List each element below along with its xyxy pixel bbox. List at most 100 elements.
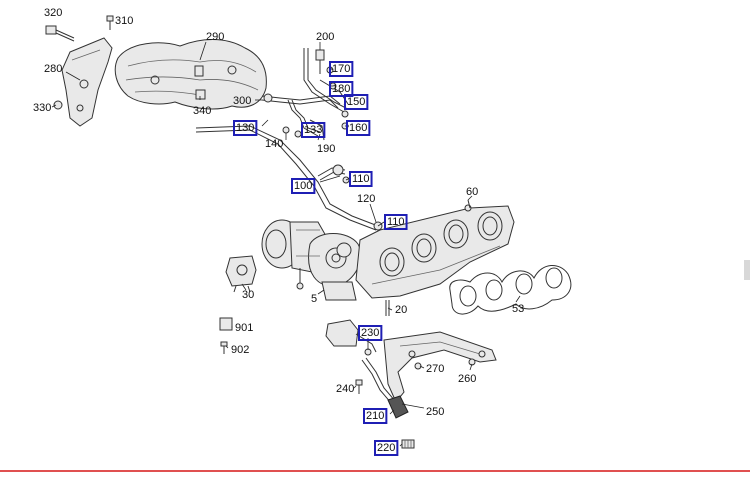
highlight-box [374, 440, 399, 456]
callout-30: 30 [242, 289, 254, 301]
part-number-text: 140 [265, 138, 283, 150]
part-901 [219, 317, 233, 331]
highlight-box [344, 94, 369, 110]
part-number-text: 190 [317, 143, 335, 155]
callout-902: 902 [231, 344, 249, 356]
part-number-text: 280 [44, 63, 62, 75]
part-number-text: 340 [193, 105, 211, 117]
callout-110a[interactable]: 110 [349, 171, 373, 187]
part-number-text: 100 [294, 180, 312, 192]
callout-340: 340 [193, 105, 211, 117]
highlight-box [233, 120, 258, 136]
part-number-text: 290 [206, 31, 224, 43]
callout-170[interactable]: 170 [329, 61, 354, 77]
callout-310: 310 [115, 15, 133, 27]
part-number-text: 270 [426, 363, 444, 375]
part-number-text: 250 [426, 406, 444, 418]
stud-20 [385, 300, 390, 316]
part-number-text: 120 [357, 193, 375, 205]
part-number-text: 240 [336, 383, 354, 395]
part-number-text: 150 [347, 96, 365, 108]
oil-return-bracket [325, 319, 497, 403]
callout-20: 20 [395, 304, 407, 316]
part-number-text: 5 [311, 293, 317, 305]
screw-902 [220, 341, 228, 354]
callout-220[interactable]: 220 [374, 440, 399, 456]
callout-260: 260 [458, 373, 476, 385]
part-number-text: 902 [231, 344, 249, 356]
exhaust-manifold [355, 199, 515, 299]
part-number-text: 30 [242, 289, 254, 301]
highlight-box [329, 61, 354, 77]
callout-190: 190 [317, 143, 335, 155]
callout-133[interactable]: 133 [301, 122, 326, 138]
highlight-box [291, 178, 316, 194]
callout-140: 140 [265, 138, 283, 150]
callout-53: 53 [512, 303, 524, 315]
highlight-box [363, 408, 388, 424]
callout-290: 290 [206, 31, 224, 43]
callout-210[interactable]: 210 [363, 408, 388, 424]
part-number-text: 130 [236, 122, 254, 134]
turbocharger-5 [261, 219, 362, 301]
callout-901: 901 [235, 322, 253, 334]
part-number-text: 210 [366, 410, 384, 422]
part-number-text: 320 [44, 7, 62, 19]
part-number-text: 220 [377, 442, 395, 454]
callout-230[interactable]: 230 [358, 325, 383, 341]
manifold-gasket-53 [449, 265, 572, 315]
highlight-box [329, 81, 354, 97]
callout-320: 320 [44, 7, 62, 19]
callout-330: 330 [33, 102, 51, 114]
callout-160[interactable]: 160 [346, 120, 371, 136]
callout-200: 200 [316, 31, 334, 43]
part-number-text: 20 [395, 304, 407, 316]
pipe-210 [361, 357, 409, 419]
callout-100[interactable]: 100 [291, 178, 316, 194]
part-number-text: 330 [33, 102, 51, 114]
part-number-text: 60 [466, 186, 478, 198]
highlight-box [384, 214, 408, 230]
callout-130[interactable]: 130 [233, 120, 258, 136]
nut-330 [53, 100, 63, 110]
part-number-text: 260 [458, 373, 476, 385]
callout-250: 250 [426, 406, 444, 418]
screw-310 [106, 15, 114, 30]
callout-120: 120 [357, 193, 375, 205]
bracket-30 [225, 255, 257, 293]
highlight-box [349, 171, 373, 187]
part-number-text: 180 [332, 83, 350, 95]
part-number-text: 200 [316, 31, 334, 43]
callout-280: 280 [44, 63, 62, 75]
scroll-edge-marker [744, 260, 750, 280]
callout-270: 270 [426, 363, 444, 375]
part-number-text: 300 [233, 95, 251, 107]
bolt-270 [414, 362, 422, 370]
callout-150[interactable]: 150 [344, 94, 369, 110]
part-number-text: 901 [235, 322, 253, 334]
part-number-text: 110 [387, 216, 405, 228]
page-bottom-border [0, 470, 750, 472]
clamp-220 [401, 439, 415, 449]
part-number-text: 170 [332, 63, 350, 75]
highlight-box [358, 325, 383, 341]
highlight-box [301, 122, 326, 138]
callout-5: 5 [311, 293, 317, 305]
callout-60: 60 [466, 186, 478, 198]
part-number-text: 133 [304, 124, 322, 136]
callout-110b[interactable]: 110 [384, 214, 408, 230]
callout-240: 240 [336, 383, 354, 395]
part-number-text: 230 [361, 327, 379, 339]
bolt-240 [355, 379, 363, 394]
part-number-text: 110 [352, 173, 370, 185]
bracket-280 [61, 37, 113, 127]
bolt-320 [45, 25, 75, 42]
clip-340 [195, 89, 206, 100]
part-number-text: 310 [115, 15, 133, 27]
part-number-text: 160 [349, 122, 367, 134]
callout-180[interactable]: 180 [329, 81, 354, 97]
callout-300: 300 [233, 95, 251, 107]
